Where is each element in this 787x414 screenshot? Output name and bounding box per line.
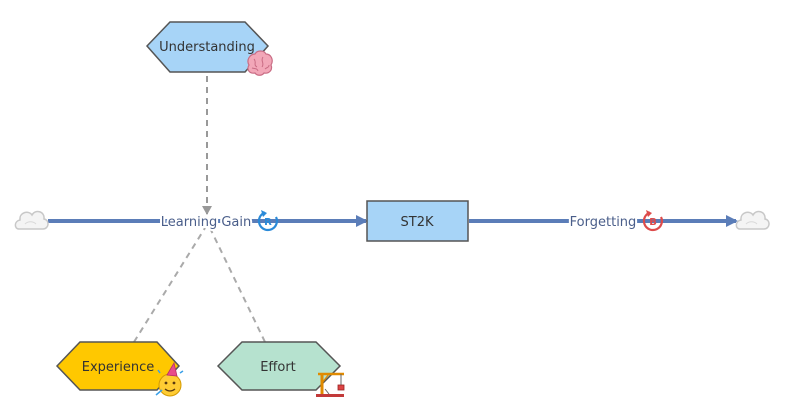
flow-label-forgetting: Forgetting	[570, 215, 637, 230]
link-effort-to-learning-gain[interactable]	[209, 227, 266, 343]
reinforcing-loop-icon[interactable]: R	[257, 210, 279, 232]
variable-experience[interactable]: Experience	[55, 341, 181, 391]
stock-label: ST2K	[401, 215, 434, 230]
party-face-icon	[155, 361, 184, 397]
stock-st2k[interactable]: ST2K	[366, 200, 469, 242]
link-experience-to-learning-gain[interactable]	[133, 227, 206, 343]
variable-label-understanding: Understanding	[159, 40, 255, 55]
cloud-source-icon	[14, 210, 49, 230]
brain-icon	[247, 50, 273, 76]
flow-label-learning-gain: Learning Gain	[161, 215, 251, 230]
cloud-sink-icon	[735, 210, 770, 230]
balancing-loop-letter: B	[649, 217, 657, 228]
construction-crane-icon	[316, 372, 345, 397]
variable-effort[interactable]: Effort	[216, 341, 342, 391]
variable-label-experience: Experience	[82, 360, 155, 375]
variable-label-effort: Effort	[260, 360, 296, 375]
reinforcing-loop-letter: R	[264, 217, 272, 228]
variable-understanding[interactable]: Understanding	[145, 21, 270, 73]
balancing-loop-icon[interactable]: B	[642, 210, 664, 232]
